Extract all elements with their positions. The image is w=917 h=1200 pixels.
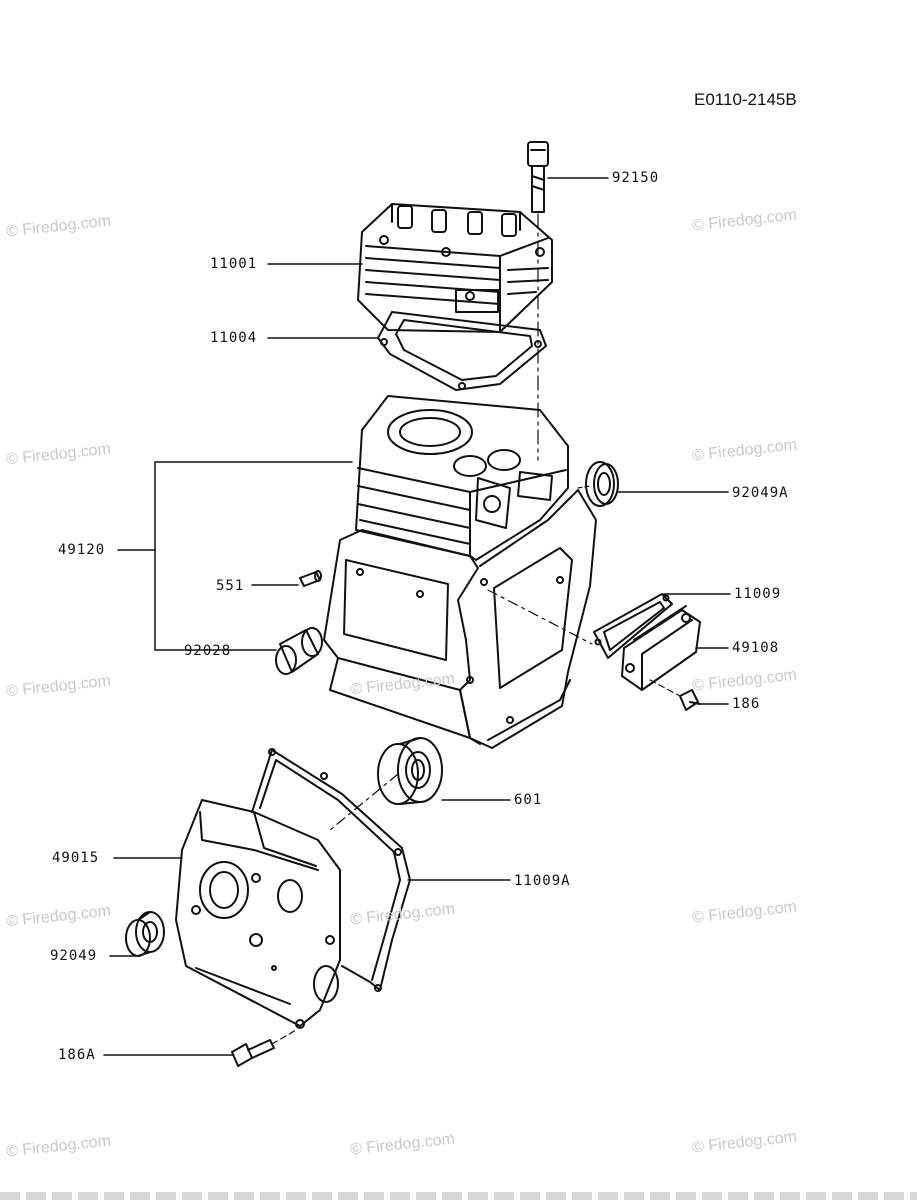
part-label-92049[interactable]: 92049 [50, 948, 98, 964]
part-label-551[interactable]: 551 [216, 578, 245, 594]
part-label-601[interactable]: 601 [514, 792, 543, 808]
gasket-11009 [593, 593, 673, 659]
head-gasket-11004 [377, 311, 547, 391]
gasket-11009A [251, 748, 411, 992]
part-label-11009[interactable]: 11009 [734, 586, 782, 602]
part-label-49108[interactable]: 49108 [732, 640, 780, 656]
part-label-92049A[interactable]: 92049A [732, 485, 789, 501]
crankcase-cover-49015 [175, 799, 341, 1029]
part-label-49120[interactable]: 49120 [58, 542, 106, 558]
bolt-186A [231, 1039, 275, 1067]
part-label-186A[interactable]: 186A [58, 1047, 96, 1063]
part-label-92150[interactable]: 92150 [612, 170, 660, 186]
part-label-186[interactable]: 186 [732, 696, 761, 712]
part-label-49015[interactable]: 49015 [52, 850, 100, 866]
bushing-92028 [275, 627, 323, 675]
ball-bearing-601 [377, 737, 443, 805]
cylinder-block-49120 [323, 395, 597, 749]
part-label-92028[interactable]: 92028 [184, 643, 232, 659]
part-label-11001[interactable]: 11001 [210, 256, 258, 272]
part-label-11004[interactable]: 11004 [210, 330, 258, 346]
drawing-code: E0110-2145B [694, 90, 797, 109]
pin-551 [299, 570, 322, 587]
part-label-11009A[interactable]: 11009A [514, 873, 571, 889]
oil-seal-92049 [125, 911, 165, 957]
bolt-92150 [527, 141, 549, 213]
cylinder-head-11001 [357, 203, 553, 333]
breather-cover-49108 [621, 605, 701, 691]
oil-seal-92049A [585, 461, 619, 507]
bottom-edge-strip [0, 1192, 917, 1200]
